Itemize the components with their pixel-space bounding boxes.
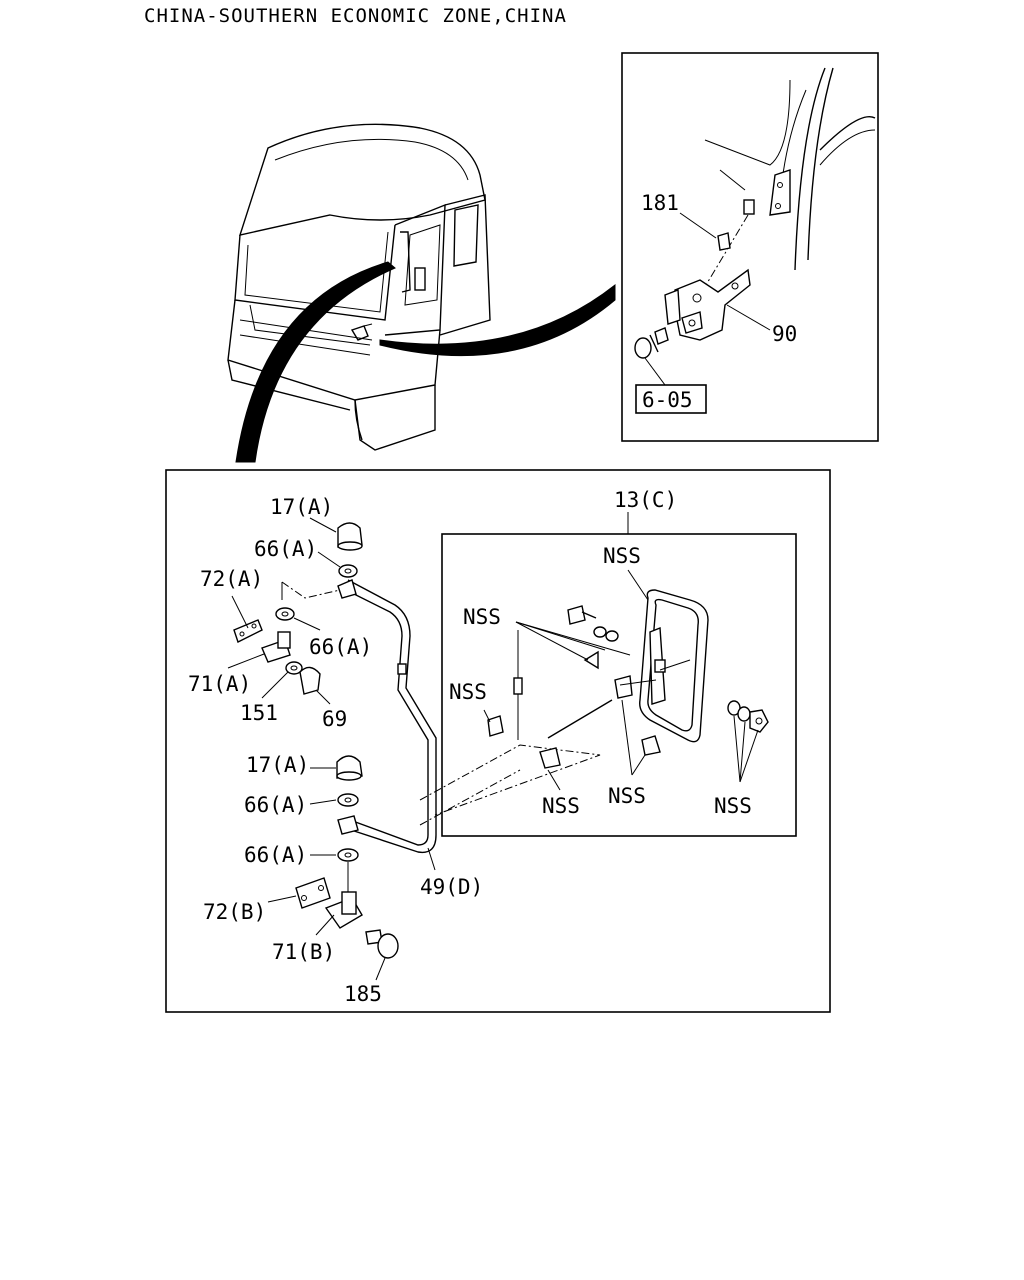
label-nss-left: NSS	[463, 605, 501, 629]
mirror-head-illustration	[483, 569, 769, 791]
cab-illustration	[227, 123, 491, 451]
label-151: 151	[240, 701, 278, 725]
label-nss-bottom-2: NSS	[608, 784, 646, 808]
main-leader-lines	[227, 512, 629, 981]
label-66a-3: 66(A)	[244, 793, 307, 817]
inset-bracket-illustration	[634, 67, 876, 386]
inset-detail-frame	[621, 52, 879, 442]
header-title: CHINA-SOUTHERN ECONOMIC ZONE,CHINA	[144, 5, 567, 27]
mirror-subassembly-frame	[441, 533, 797, 837]
label-nss-bottom-1: NSS	[542, 794, 580, 818]
label-17a-mid: 17(A)	[246, 753, 309, 777]
ref-box-6-05	[635, 384, 707, 414]
label-69: 69	[322, 707, 347, 731]
label-nss-top: NSS	[603, 544, 641, 568]
label-72a: 72(A)	[200, 567, 263, 591]
main-detail-frame	[165, 469, 831, 1013]
label-49d: 49(D)	[420, 875, 483, 899]
label-71b: 71(B)	[272, 940, 335, 964]
callout-arrow-main	[235, 261, 396, 463]
label-66a-1: 66(A)	[254, 537, 317, 561]
label-66a-4: 66(A)	[244, 843, 307, 867]
label-185: 185	[344, 982, 382, 1006]
label-72b: 72(B)	[203, 900, 266, 924]
label-nss-bottom-3: NSS	[714, 794, 752, 818]
label-181: 181	[641, 191, 679, 215]
label-66a-2: 66(A)	[309, 635, 372, 659]
label-17a-top: 17(A)	[270, 495, 333, 519]
label-6-05: 6-05	[642, 388, 693, 412]
label-nss-mid: NSS	[449, 680, 487, 704]
mirror-arm-illustration	[233, 522, 601, 959]
label-71a: 71(A)	[188, 672, 251, 696]
callout-arrow-inset	[379, 283, 616, 357]
label-13c: 13(C)	[614, 488, 677, 512]
label-90: 90	[772, 322, 797, 346]
